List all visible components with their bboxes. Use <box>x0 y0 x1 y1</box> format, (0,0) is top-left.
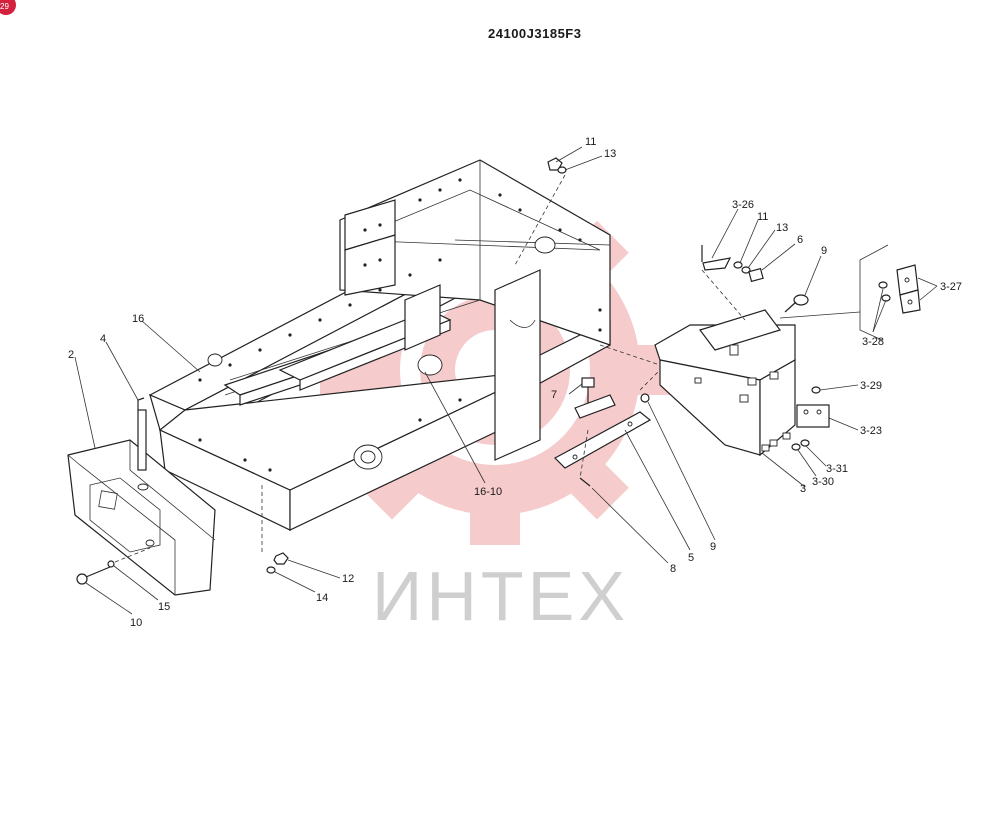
strap-5 <box>554 411 652 469</box>
callout-15: 15 <box>158 601 170 613</box>
battery-box-side <box>759 358 796 457</box>
callout-3-26: 3-26 <box>732 199 754 211</box>
battery-box <box>654 244 921 457</box>
callout-10: 10 <box>130 617 142 629</box>
callout-14: 14 <box>316 592 328 604</box>
lifting-hook <box>137 397 147 471</box>
callout-3: 3 <box>800 483 806 495</box>
frame-rear-plate <box>494 269 541 461</box>
corner-badge: 29 <box>0 0 16 15</box>
leader-lines <box>74 146 938 615</box>
nut-and-washer <box>261 485 289 574</box>
battery-box-lid <box>699 309 781 351</box>
callout-3-31: 3-31 <box>826 463 848 475</box>
watermark-text: ИНТЕХ <box>372 557 629 635</box>
callout-16: 16 <box>132 313 144 325</box>
callout-7: 7 <box>551 389 557 401</box>
callout-6: 6 <box>797 234 803 246</box>
callout-13-box: 13 <box>776 222 788 234</box>
shaft-end <box>417 354 443 376</box>
main-frame <box>148 159 611 531</box>
callout-3-23: 3-23 <box>860 425 882 437</box>
callout-2: 2 <box>68 349 74 361</box>
hinge-3-27 <box>878 264 921 314</box>
battery-box-front <box>659 359 761 456</box>
frame-bolt-holes <box>198 178 602 472</box>
counterweight <box>67 439 216 596</box>
bolt-and-washer <box>76 547 151 585</box>
callout-16-10: 16-10 <box>474 486 502 498</box>
support-strap <box>554 344 661 487</box>
frame-post-1 <box>404 284 441 351</box>
callout-12: 12 <box>342 573 354 585</box>
bracket-3-23 <box>796 404 830 428</box>
lock-3-26 <box>702 257 732 271</box>
callout-13-top: 13 <box>604 148 616 160</box>
callout-labels: 11 13 3-26 11 13 6 9 3-27 3-28 3-29 3-23… <box>68 136 962 629</box>
callout-9-lower: 9 <box>710 541 716 553</box>
corner-badge-label: 29 <box>0 2 9 11</box>
callout-9-top: 9 <box>821 245 827 257</box>
callout-3-27: 3-27 <box>940 281 962 293</box>
callout-3-28: 3-28 <box>862 336 884 348</box>
callout-3-30: 3-30 <box>812 476 834 488</box>
callout-8: 8 <box>670 563 676 575</box>
callout-11-top: 11 <box>585 136 596 148</box>
callout-5: 5 <box>688 552 694 564</box>
callout-11-box: 11 <box>757 211 768 223</box>
callout-3-29: 3-29 <box>860 380 882 392</box>
callout-4: 4 <box>100 333 106 345</box>
drawing-title: 24100J3185F3 <box>488 26 581 41</box>
